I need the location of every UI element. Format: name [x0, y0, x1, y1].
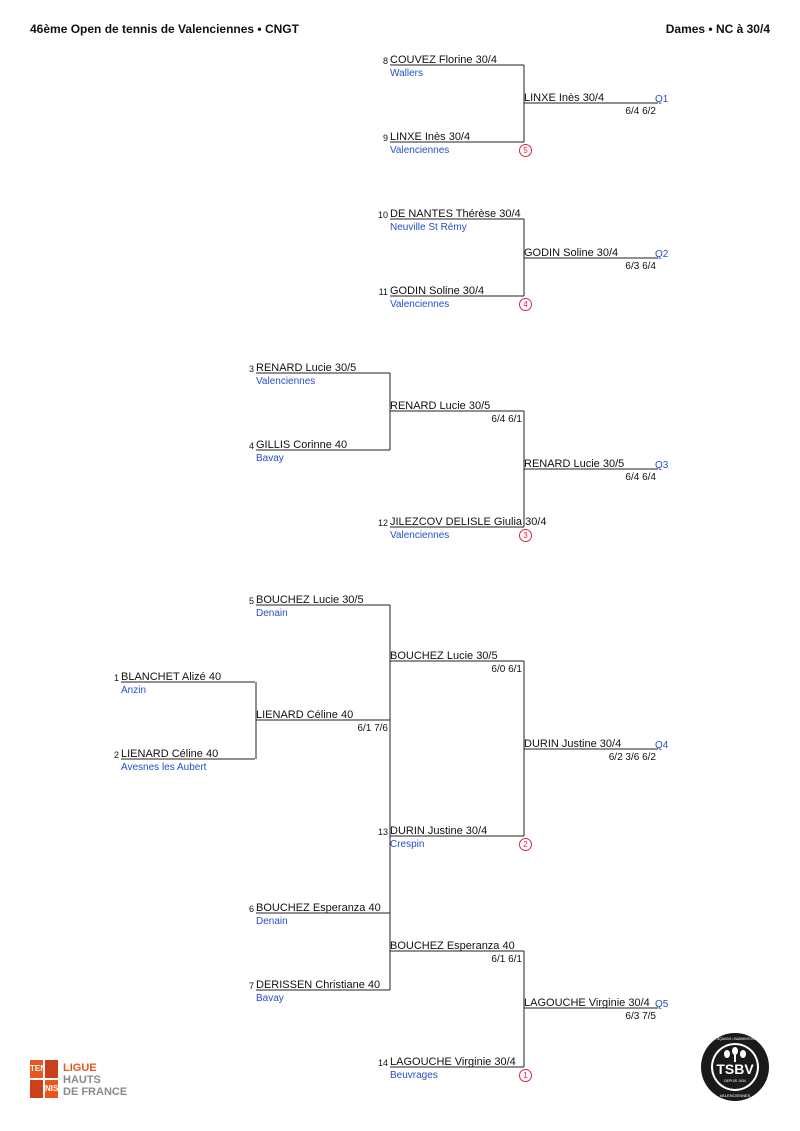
- player-name: DERISSEN Christiane 40: [256, 979, 381, 991]
- logo-badge-bottom: NIS: [45, 1080, 58, 1098]
- match-score: 6/4 6/4: [625, 472, 656, 483]
- player-club: Valenciennes: [390, 299, 450, 310]
- entry-number: 6: [248, 904, 254, 914]
- entry-number: 14: [377, 1058, 388, 1068]
- entry-number: 11: [378, 287, 388, 297]
- player-club: Valenciennes: [390, 530, 450, 541]
- qualifier-label: Q1: [655, 94, 669, 105]
- player-name: GILLIS Corinne 40: [256, 439, 348, 451]
- winner-name: BOUCHEZ Esperanza 40: [390, 940, 515, 952]
- entry-number: 8: [382, 56, 388, 66]
- match-score: 6/3 7/5: [625, 1011, 656, 1022]
- winner-name: BOUCHEZ Lucie 30/5: [390, 650, 498, 662]
- player-club: Neuville St Rémy: [390, 222, 467, 233]
- tsbv-club-logo: TSBV DEPUIS 1934 VALENCIENNES TENNIS • S…: [701, 1033, 769, 1101]
- match-score: 6/1 6/1: [491, 954, 522, 965]
- qualifier-label: Q4: [655, 740, 669, 751]
- player-club: Bavay: [256, 993, 284, 1004]
- match-score: 6/1 7/6: [357, 723, 388, 734]
- player-club: Valenciennes: [390, 145, 450, 156]
- player-name: DE NANTES Thérèse 30/4: [390, 208, 521, 220]
- tsbv-since: DEPUIS 1934: [724, 1079, 746, 1083]
- player-name: GODIN Soline 30/4: [390, 285, 485, 297]
- draw-category: Dames • NC à 30/4: [665, 22, 770, 36]
- player-club: Beuvrages: [390, 1070, 438, 1081]
- entry-number: 5: [248, 596, 254, 606]
- player-club: Wallers: [390, 68, 423, 79]
- match-score: 6/2 3/6 6/2: [608, 752, 656, 763]
- match-score: 6/4 6/2: [625, 106, 656, 117]
- player-name: LIENARD Céline 40: [121, 748, 219, 760]
- qualifier-label: Q2: [655, 249, 669, 260]
- player-club: Avesnes les Aubert: [121, 762, 207, 773]
- player-name: LAGOUCHE Virginie 30/4: [390, 1056, 516, 1068]
- entry-number: 12: [377, 518, 388, 528]
- logo-text-ligue: LIGUE: [63, 1062, 97, 1074]
- winner-name: RENARD Lucie 30/5: [524, 458, 625, 470]
- seed-badge: 3: [519, 529, 532, 542]
- entry-number: 1: [113, 673, 119, 683]
- seed-badge: 5: [519, 144, 532, 157]
- player-name: BOUCHEZ Lucie 30/5: [256, 594, 364, 606]
- winner-name: LAGOUCHE Virginie 30/4: [524, 997, 650, 1009]
- match-score: 6/0 6/1: [491, 664, 522, 675]
- player-club: Denain: [256, 916, 288, 927]
- entry-number: 13: [377, 827, 388, 837]
- qualifier-label: Q5: [655, 999, 669, 1010]
- winner-name: LINXE Inès 30/4: [524, 92, 605, 104]
- logo-text-hauts: HAUTS: [63, 1074, 101, 1086]
- entry-number: 4: [248, 441, 254, 451]
- tsbv-ring-text: TENNIS • SQUASH • BADMINTON • PADEL: [701, 1037, 768, 1041]
- winner-name: GODIN Soline 30/4: [524, 247, 619, 259]
- player-club: Bavay: [256, 453, 284, 464]
- entry-number: 3: [248, 364, 254, 374]
- winner-name: RENARD Lucie 30/5: [390, 400, 491, 412]
- entry-number: 7: [248, 981, 254, 991]
- logo-badge-top-right: [45, 1060, 58, 1078]
- entry-number: 2: [113, 750, 119, 760]
- seed-badge: 2: [519, 838, 532, 851]
- player-name: BOUCHEZ Esperanza 40: [256, 902, 381, 914]
- player-name: LINXE Inès 30/4: [390, 131, 471, 143]
- match-score: 6/3 6/4: [625, 261, 656, 272]
- tournament-title: 46ème Open de tennis de Valenciennes • C…: [30, 22, 299, 36]
- qualifier-label: Q3: [655, 460, 669, 471]
- player-club: Denain: [256, 608, 288, 619]
- player-name: BLANCHET Alizé 40: [121, 671, 222, 683]
- match-score: 6/4 6/1: [491, 414, 522, 425]
- player-name: COUVEZ Florine 30/4: [390, 54, 497, 66]
- player-name: DURIN Justine 30/4: [390, 825, 488, 837]
- player-club: Anzin: [121, 685, 147, 696]
- logo-badge-bottom-left: [30, 1080, 43, 1098]
- player-name: RENARD Lucie 30/5: [256, 362, 357, 374]
- tsbv-city: VALENCIENNES: [720, 1093, 751, 1098]
- winner-name: DURIN Justine 30/4: [524, 738, 622, 750]
- tsbv-wordmark: TSBV: [716, 1061, 754, 1077]
- seed-badge: 4: [519, 298, 532, 311]
- entry-number: 9: [382, 133, 388, 143]
- ligue-hauts-de-france-logo: TEN NIS LIGUE HAUTS DE FRANCE: [30, 1060, 140, 1100]
- racket-icon: [724, 1047, 746, 1062]
- entry-number: 10: [377, 210, 388, 220]
- logo-badge-top: TEN: [30, 1060, 46, 1078]
- player-club: Crespin: [390, 839, 425, 850]
- logo-text-de-france: DE FRANCE: [63, 1086, 128, 1098]
- player-club: Valenciennes: [256, 376, 316, 387]
- player-name: JILEZCOV DELISLE Giulia 30/4: [390, 516, 547, 528]
- winner-name: LIENARD Céline 40: [256, 709, 354, 721]
- seed-badge: 1: [519, 1069, 532, 1082]
